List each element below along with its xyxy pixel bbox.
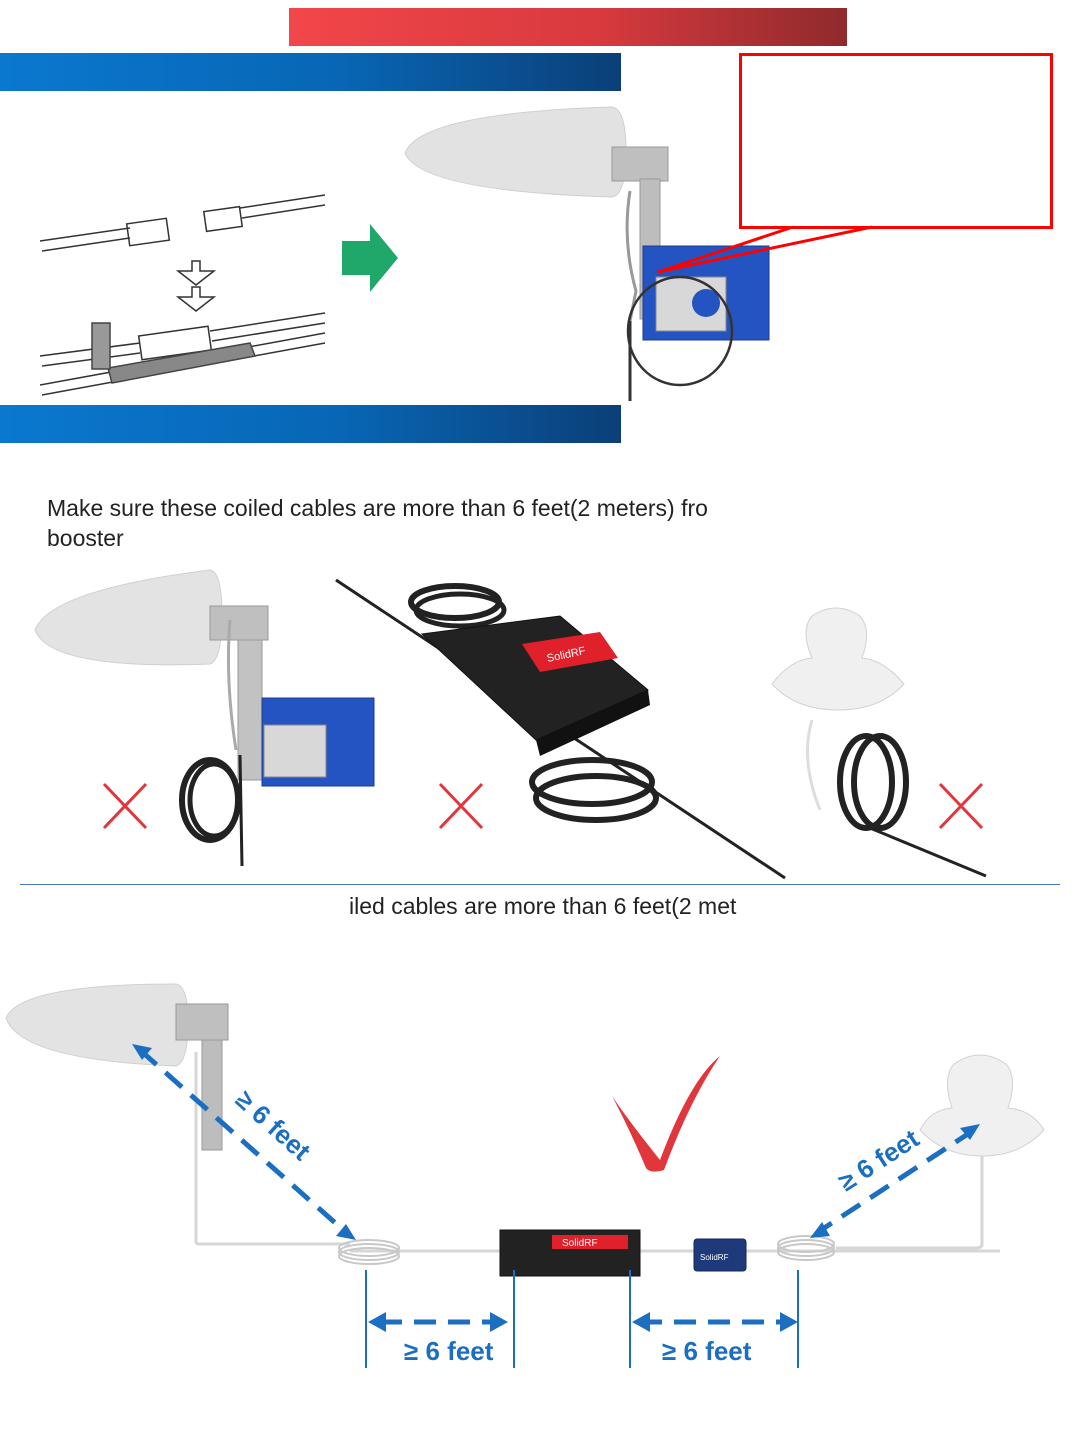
green-arrow-icon <box>342 224 398 292</box>
label-indoor-to-coil: ≥ 6 feet <box>833 1123 925 1197</box>
dimension-ticks <box>365 1270 799 1368</box>
title-banner <box>289 8 847 46</box>
instruction-caption: Make sure these coiled cables are more t… <box>47 493 807 553</box>
wrong-indoor-antenna-coil <box>771 607 987 878</box>
section-bar-top <box>0 53 621 91</box>
down-arrow-icon <box>175 260 217 312</box>
correct-diagram: SolidRF SolidRF <box>5 983 1045 1368</box>
wrong-mark-icon <box>938 782 984 830</box>
right-coil <box>777 1235 835 1261</box>
top-illustrations <box>39 106 873 401</box>
connector-step-3 <box>39 322 326 396</box>
callout-box <box>739 53 1053 229</box>
wrong-mark-icon <box>102 782 148 830</box>
wrong-booster-coil: SolidRF <box>335 578 786 880</box>
booster-brand-label: SolidRF <box>562 1238 598 1249</box>
inline-device: SolidRF <box>693 1238 747 1272</box>
section-divider <box>20 884 1060 885</box>
connector-step-2 <box>39 312 326 367</box>
indoor-antenna <box>836 1054 1045 1250</box>
label-booster-to-coil: ≥ 6 feet <box>662 1336 752 1366</box>
wrong-antenna-coil <box>34 569 375 867</box>
wrong-mark-icon <box>438 782 484 830</box>
check-mark-icon <box>612 1056 720 1172</box>
caption-line-1: Make sure these coiled cables are more t… <box>47 495 708 521</box>
connector-step-1 <box>39 194 326 252</box>
label-coil-to-booster: ≥ 6 feet <box>404 1336 494 1366</box>
inline-device-brand: SolidRF <box>700 1253 729 1262</box>
partial-caption: iled cables are more than 6 feet(2 met <box>349 893 737 919</box>
booster-device: SolidRF <box>499 1229 641 1277</box>
wrong-examples: SolidRF <box>34 569 987 880</box>
left-coil <box>338 1239 400 1265</box>
section-bar-bottom <box>0 405 621 443</box>
dimension-lines <box>138 1048 976 1325</box>
callout-pointer <box>657 225 873 274</box>
arrowheads <box>132 1044 980 1332</box>
label-antenna-to-coil: ≥ 6 feet <box>230 1084 317 1166</box>
outdoor-antenna <box>5 983 350 1246</box>
caption-line-2: booster <box>47 525 124 551</box>
